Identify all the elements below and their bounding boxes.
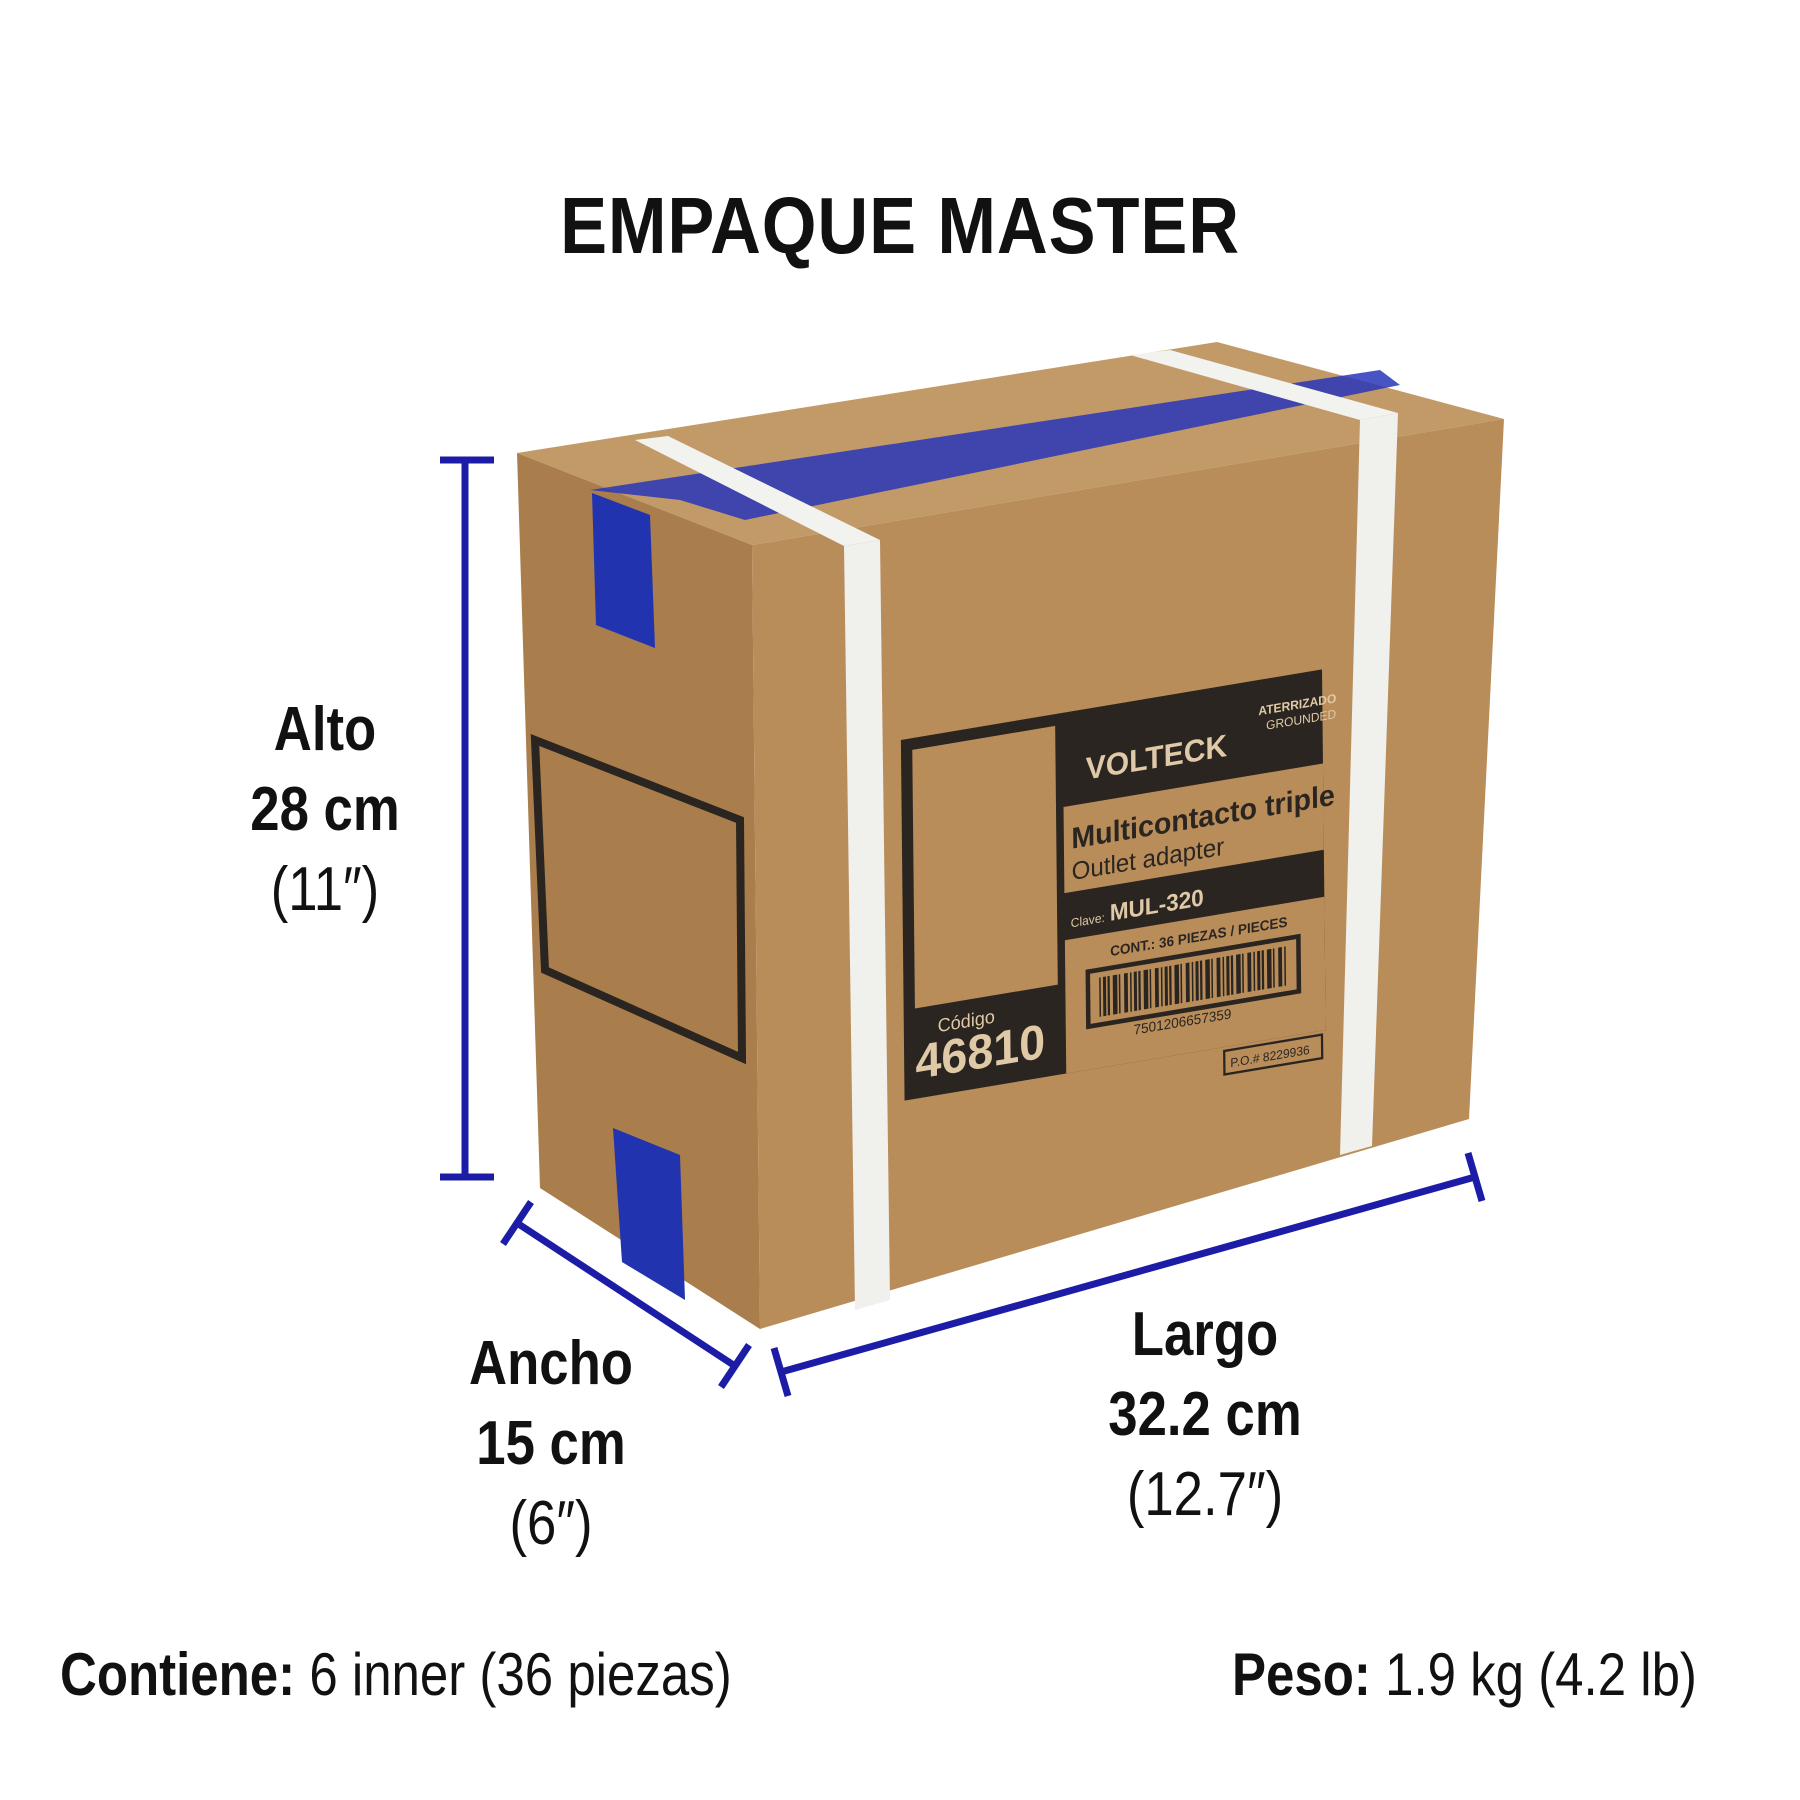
barcode-bar (1278, 947, 1283, 987)
barcode-bar (1199, 960, 1203, 1000)
ancho-dimension-line (515, 1220, 737, 1369)
barcode-bar (1118, 974, 1121, 1014)
barcode-bar (1185, 962, 1190, 1003)
clave-label: Clave: (1071, 911, 1105, 931)
barcode-bar (1123, 972, 1129, 1013)
barcode-bar (1138, 970, 1141, 1011)
strap (844, 540, 890, 1310)
largo-label: Largo 32.2 cm (12.7″) (1035, 1295, 1375, 1535)
strap (1340, 413, 1398, 1155)
barcode-bar (1169, 965, 1172, 1006)
barcode-bar (1261, 950, 1265, 990)
strap (635, 436, 880, 546)
barcode-bar (1112, 974, 1118, 1015)
barcode-bar (1191, 961, 1194, 1002)
largo-dimension-line (780, 1173, 1476, 1376)
barcode-bar (1160, 967, 1163, 1007)
ancho-imperial: (6″) (509, 1489, 593, 1558)
barcode-bar (1205, 959, 1211, 1000)
peso-label: Peso: (1232, 1641, 1371, 1708)
page-title: EMPAQUE MASTER (560, 181, 1240, 270)
barcode-bar (1266, 948, 1272, 989)
barcode-bars (1099, 946, 1287, 1017)
barcode-bar (1242, 953, 1244, 993)
alto-imperial: (11″) (270, 855, 380, 924)
barcode (1085, 933, 1302, 1030)
barcode-bar (1211, 958, 1214, 999)
barcode-bar (1149, 968, 1152, 1009)
largo-imperial: (12.7″) (1126, 1460, 1284, 1529)
barcode-bar (1253, 951, 1256, 992)
barcode-bar (1257, 950, 1261, 991)
barcode-bar (1143, 969, 1149, 1010)
barcode-bar (1107, 975, 1111, 1016)
alto-title: Alto (273, 695, 377, 764)
barcode-bar (1272, 948, 1275, 988)
contiene-label: Contiene: (60, 1641, 296, 1708)
barcode-bar (1164, 966, 1168, 1006)
blue-tape (590, 370, 1400, 520)
ancho-label: Ancho 15 cm (6″) (381, 1324, 721, 1564)
side-label (530, 734, 747, 1065)
barcode-bar (1230, 955, 1234, 995)
barcode-bar (1174, 964, 1180, 1005)
barcode-bar (1284, 946, 1287, 986)
ancho-title: Ancho (469, 1329, 633, 1398)
weight-info: Peso: 1.9 kg (4.2 lb) (1232, 1640, 1697, 1709)
alto-label: Alto 28 cm (11″) (155, 690, 495, 930)
strap (1130, 350, 1398, 420)
barcode-bar (1195, 961, 1199, 1001)
ancho-metric: 15 cm (476, 1409, 626, 1478)
blue-tape (613, 1128, 685, 1300)
largo-title: Largo (1131, 1300, 1279, 1369)
barcode-bar (1247, 952, 1252, 993)
barcode-bar (1154, 967, 1159, 1008)
barcode-bar (1226, 955, 1230, 996)
largo-metric: 32.2 cm (1108, 1380, 1302, 1449)
peso-value: 1.9 kg (4.2 lb) (1385, 1641, 1697, 1708)
barcode-bar (1216, 957, 1221, 998)
barcode-bar (1129, 972, 1132, 1012)
product-label: VOLTECK ATERRIZADO GROUNDED Multicontact… (900, 669, 1337, 1101)
alto-metric: 28 cm (250, 775, 400, 844)
barcode-bar (1099, 977, 1102, 1017)
barcode-bar (1133, 971, 1138, 1012)
barcode-bar (1222, 956, 1225, 997)
contents-info: Contiene: 6 inner (36 piezas) (60, 1640, 732, 1709)
box-left-face (517, 453, 760, 1329)
barcode-bar (1102, 976, 1107, 1017)
blue-tape (592, 493, 655, 648)
barcode-bar (1180, 963, 1183, 1004)
barcode-bar (1236, 953, 1241, 994)
contiene-value: 6 inner (36 piezas) (309, 1641, 732, 1708)
